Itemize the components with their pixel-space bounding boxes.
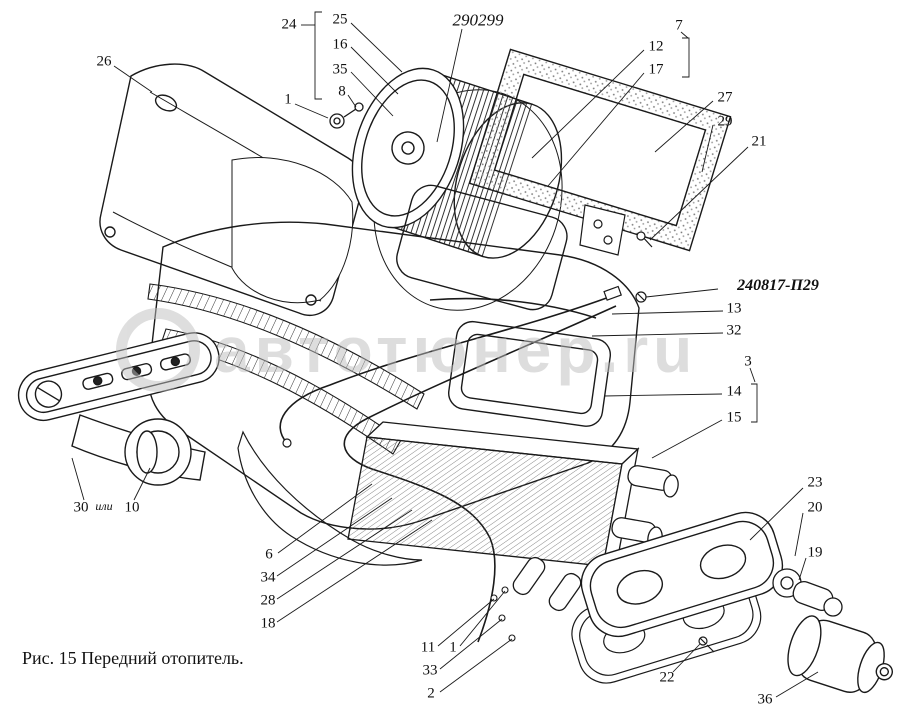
callout-36: 36: [757, 691, 773, 708]
leader-lines: [71, 11, 819, 698]
callout-19: 19: [807, 544, 823, 561]
grommet-and-bolt: [329, 102, 364, 129]
screw-240817: [635, 291, 647, 303]
callout-27: 27: [717, 89, 733, 106]
mounting-bracket: [579, 204, 626, 256]
frame-gasket: [468, 48, 732, 252]
callout-14: 14: [726, 383, 742, 400]
callout-24: 24: [281, 16, 297, 33]
callout-12: 12: [648, 38, 664, 55]
callout-1: 1: [449, 639, 457, 656]
callout-18: 18: [260, 615, 276, 632]
callout-16: 16: [332, 36, 348, 53]
callout-29: 29: [717, 113, 733, 130]
callout-1: 1: [284, 91, 292, 108]
callout-7: 7: [675, 17, 683, 34]
screw-22: [698, 636, 715, 653]
heater-core: [347, 421, 679, 612]
screw-21: [636, 231, 653, 248]
cover-panel: [99, 63, 365, 316]
callout-21: 21: [751, 133, 767, 150]
callout-20: 20: [807, 499, 823, 516]
callout-17: 17: [648, 61, 664, 78]
figure-caption: Рис. 15 Передний отопитель.: [22, 648, 244, 668]
callout-22: 22: [659, 669, 675, 686]
callout-240817-П29: 240817-П29: [737, 277, 819, 294]
callout-2: 2: [427, 685, 435, 702]
callout-13: 13: [726, 300, 742, 317]
callout-28: 28: [260, 592, 276, 609]
callout-6: 6: [265, 546, 273, 563]
callout-15: 15: [726, 409, 742, 426]
outlet-plate: [580, 511, 784, 638]
callout-10: 10: [124, 499, 140, 516]
callout-или: или: [95, 499, 113, 513]
callout-11: 11: [420, 639, 436, 656]
callout-8: 8: [338, 83, 346, 100]
callout-35: 35: [332, 61, 348, 78]
electric-motor: [787, 615, 894, 694]
callout-32: 32: [726, 322, 742, 339]
callout-23: 23: [807, 474, 823, 491]
cable-clamps: [490, 586, 516, 642]
callout-26: 26: [96, 53, 112, 70]
resistor-assembly: [772, 568, 843, 617]
callout-3: 3: [744, 353, 752, 370]
callout-290299: 290299: [452, 10, 504, 30]
callout-34: 34: [260, 569, 276, 586]
callout-25: 25: [332, 11, 348, 28]
control-knob: [71, 414, 206, 486]
callout-30: 30: [73, 499, 89, 516]
callout-33: 33: [422, 662, 438, 679]
